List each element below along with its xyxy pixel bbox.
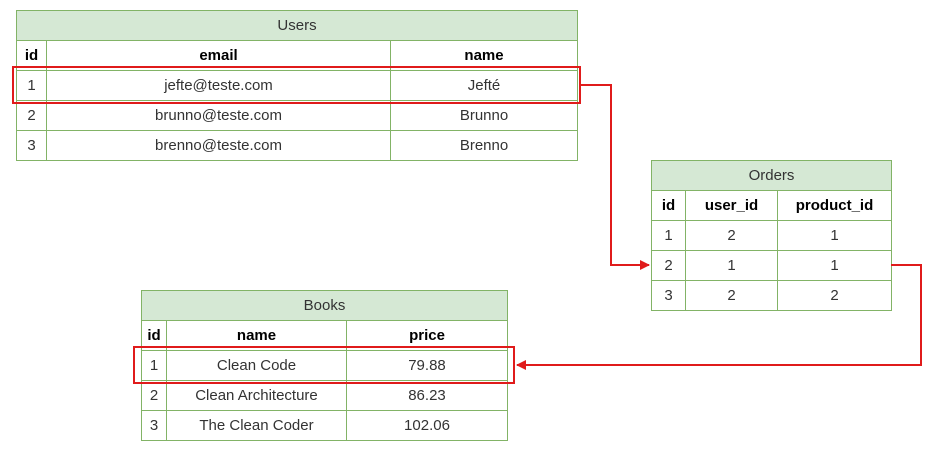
orders-col-product-id: product_id bbox=[776, 190, 893, 221]
books-cell-id: 3 bbox=[141, 410, 167, 441]
books-cell-id: 1 bbox=[141, 350, 167, 381]
users-table-title: Users bbox=[16, 10, 578, 41]
books-col-id: id bbox=[141, 320, 167, 351]
orders-header-row: id user_id product_id bbox=[651, 190, 893, 221]
books-col-price: price bbox=[346, 320, 508, 351]
orders-cell-user-id: 2 bbox=[685, 220, 778, 251]
orders-table-title: Orders bbox=[650, 160, 893, 191]
table-row: 1 Clean Code 79.88 bbox=[141, 350, 508, 381]
table-row: 3 brenno@teste.com Brenno bbox=[16, 130, 578, 161]
table-row: 3 The Clean Coder 102.06 bbox=[141, 410, 508, 441]
orders-cell-id: 3 bbox=[651, 280, 686, 311]
users-to-orders-arrow bbox=[581, 84, 650, 270]
books-table-title: Books bbox=[141, 290, 508, 321]
users-cell-email: brunno@teste.com bbox=[46, 100, 391, 131]
table-row: 1 jefte@teste.com Jefté bbox=[16, 70, 578, 101]
orders-cell-product-id: 2 bbox=[776, 280, 893, 311]
orders-cell-user-id: 1 bbox=[685, 250, 778, 281]
books-row-highlight bbox=[133, 346, 515, 384]
orders-col-id: id bbox=[651, 190, 686, 221]
users-col-name: name bbox=[390, 40, 578, 71]
users-table: Users id email name 1 jefte@teste.com Je… bbox=[16, 10, 578, 161]
orders-to-books-arrow bbox=[516, 264, 922, 370]
orders-col-user-id: user_id bbox=[685, 190, 778, 221]
table-row: 2 1 1 bbox=[651, 250, 893, 281]
users-row-highlight bbox=[12, 66, 581, 104]
books-cell-price: 86.23 bbox=[346, 380, 508, 411]
table-row: 1 2 1 bbox=[651, 220, 893, 251]
books-header-row: id name price bbox=[141, 320, 508, 351]
books-table: Books id name price 1 Clean Code 79.88 2… bbox=[141, 290, 508, 441]
table-row: 2 Clean Architecture 86.23 bbox=[141, 380, 508, 411]
books-cell-name: The Clean Coder bbox=[166, 410, 347, 441]
orders-cell-product-id: 1 bbox=[776, 220, 893, 251]
orders-cell-id: 2 bbox=[651, 250, 686, 281]
users-cell-id: 3 bbox=[16, 130, 47, 161]
orders-table: Orders id user_id product_id 1 2 1 2 1 1… bbox=[650, 160, 893, 311]
users-cell-email: jefte@teste.com bbox=[46, 70, 391, 101]
books-cell-price: 102.06 bbox=[346, 410, 508, 441]
books-cell-id: 2 bbox=[141, 380, 167, 411]
table-row: 3 2 2 bbox=[651, 280, 893, 311]
orders-cell-user-id: 2 bbox=[685, 280, 778, 311]
books-cell-price: 79.88 bbox=[346, 350, 508, 381]
books-cell-name: Clean Architecture bbox=[166, 380, 347, 411]
users-cell-name: Brenno bbox=[390, 130, 578, 161]
table-row: 2 brunno@teste.com Brunno bbox=[16, 100, 578, 131]
